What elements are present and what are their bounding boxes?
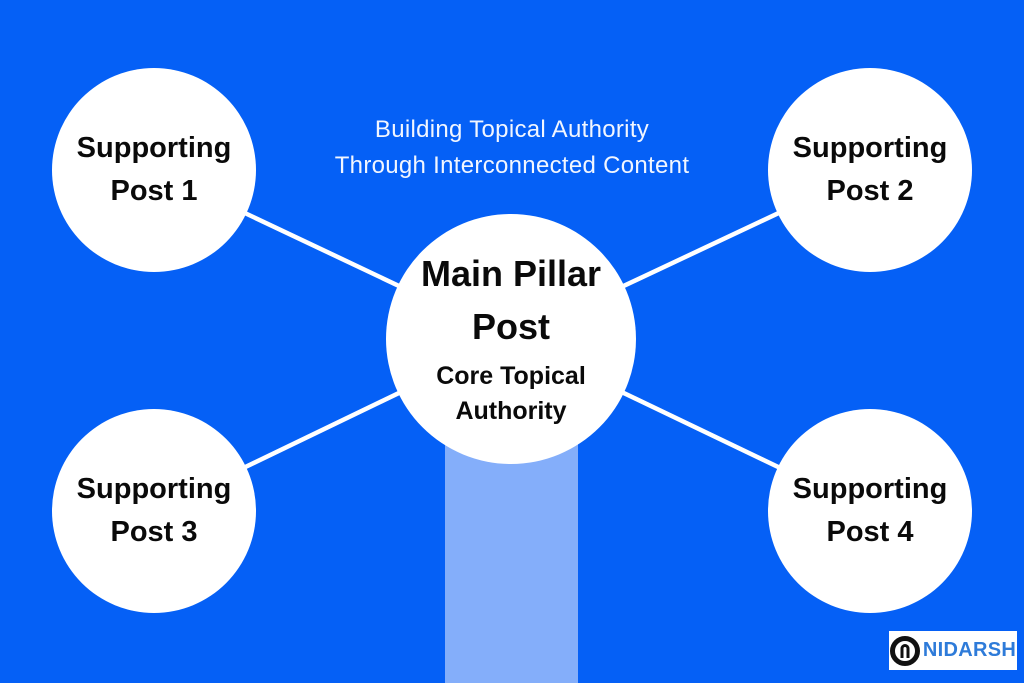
nidarsh-logo: NIDARSH	[889, 631, 1017, 670]
diagram-title-line2: Through Interconnected Content	[334, 152, 690, 179]
supporting-node-3-label: Supporting Post 3	[76, 472, 232, 549]
supporting-node-2-label: Supporting Post 2	[792, 131, 948, 208]
supporting-node-1: Supporting Post 1	[52, 68, 256, 272]
main-pillar-node-title: Main Pillar Post	[420, 253, 602, 347]
nidarsh-logo-text: NIDARSH	[922, 639, 1017, 661]
supporting-node-2: Supporting Post 2	[768, 68, 972, 272]
main-pillar-node: Main Pillar Post Core Topical Authority	[386, 214, 636, 464]
supporting-node-4: Supporting Post 4	[768, 409, 972, 613]
supporting-node-1-label: Supporting Post 1	[76, 131, 232, 208]
diagram-title: Building Topical Authority Through Inter…	[0, 112, 1024, 184]
circle-n-icon	[889, 635, 920, 666]
diagram-title-line1: Building Topical Authority	[374, 116, 650, 143]
supporting-node-3: Supporting Post 3	[52, 409, 256, 613]
main-pillar-node-subtitle: Core Topical Authority	[436, 361, 586, 426]
supporting-node-4-label: Supporting Post 4	[792, 472, 948, 549]
